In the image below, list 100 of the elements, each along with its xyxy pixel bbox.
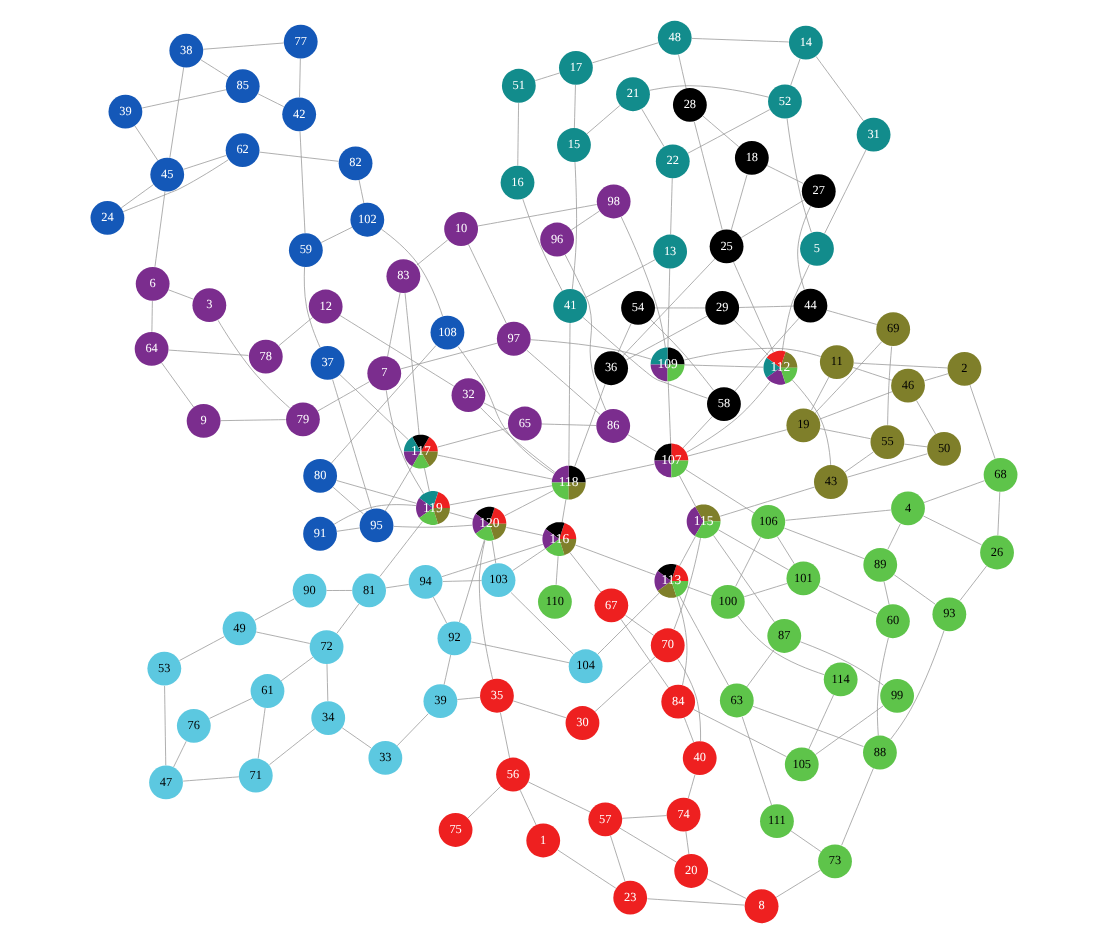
connector: [151, 300, 153, 333]
connector: [786, 118, 812, 233]
connector: [555, 555, 559, 586]
connector: [853, 362, 948, 369]
connector: [790, 830, 822, 852]
connector: [200, 59, 229, 78]
connector: [332, 379, 372, 510]
connector: [526, 349, 601, 415]
connector: [740, 199, 805, 238]
connector: [621, 815, 667, 819]
connector: [649, 85, 769, 98]
connector: [470, 641, 570, 664]
connector: [625, 615, 655, 636]
connector: [687, 109, 771, 154]
connector: [818, 585, 878, 615]
connector: [997, 491, 1001, 536]
connector: [416, 239, 449, 266]
connector: [280, 656, 314, 682]
connector: [381, 228, 444, 317]
connector: [852, 367, 893, 381]
connector: [797, 205, 811, 290]
connector: [557, 849, 617, 889]
connector: [678, 475, 696, 507]
connector: [339, 315, 455, 387]
connector: [893, 574, 936, 605]
connector: [393, 524, 473, 528]
connector: [924, 373, 949, 382]
connector: [168, 289, 194, 300]
connector: [217, 319, 291, 409]
connector: [904, 443, 928, 448]
connector: [815, 341, 883, 414]
connector: [478, 540, 494, 680]
connector: [713, 535, 775, 623]
connector: [702, 115, 740, 148]
connector: [887, 346, 893, 426]
connector: [620, 618, 669, 688]
connector: [693, 121, 723, 231]
connector: [846, 453, 928, 478]
connector: [819, 428, 871, 440]
connector: [336, 527, 360, 532]
connector: [923, 480, 985, 503]
connector: [719, 486, 816, 517]
connector: [622, 258, 716, 357]
connector: [785, 509, 892, 521]
connector: [571, 161, 577, 290]
connector: [685, 381, 771, 453]
connector: [512, 700, 567, 719]
connector: [687, 429, 788, 457]
connector: [183, 155, 227, 170]
connector: [168, 349, 249, 356]
connector: [619, 827, 677, 863]
connector: [717, 529, 789, 571]
connector: [775, 869, 821, 898]
connector: [384, 465, 413, 512]
connector: [959, 565, 988, 601]
connector: [517, 102, 519, 166]
connector: [220, 419, 287, 422]
connector: [396, 713, 429, 747]
connector: [667, 381, 672, 444]
connector: [706, 878, 747, 899]
connector: [733, 319, 769, 356]
connector: [808, 694, 834, 750]
connector: [457, 346, 555, 474]
connector: [679, 536, 696, 567]
connector: [815, 705, 884, 755]
connector: [916, 400, 936, 435]
connector: [269, 728, 316, 766]
connector: [844, 451, 874, 473]
connector: [154, 191, 166, 268]
connector: [320, 226, 353, 243]
connector: [385, 584, 410, 589]
connector: [541, 423, 597, 426]
connector: [437, 427, 509, 448]
connector: [841, 767, 874, 846]
connector: [824, 149, 867, 234]
connector: [561, 499, 567, 523]
connector: [467, 786, 501, 819]
connector: [791, 379, 832, 466]
connector: [505, 527, 544, 536]
connector: [654, 307, 706, 309]
connector: [582, 317, 708, 399]
connector: [819, 391, 893, 420]
connector: [164, 685, 167, 766]
connector: [299, 131, 306, 234]
connector: [257, 93, 285, 108]
connector: [730, 174, 748, 231]
connector: [876, 637, 889, 737]
connector: [783, 527, 865, 560]
connector: [693, 709, 787, 758]
connector: [120, 184, 154, 209]
connector: [737, 615, 825, 676]
connector: [766, 165, 804, 184]
connector: [499, 712, 510, 759]
connector: [527, 781, 591, 813]
connector: [477, 204, 598, 227]
connector: [449, 512, 474, 520]
connector: [682, 416, 713, 449]
connector: [684, 364, 764, 368]
connector: [790, 58, 801, 86]
connector: [890, 630, 945, 740]
